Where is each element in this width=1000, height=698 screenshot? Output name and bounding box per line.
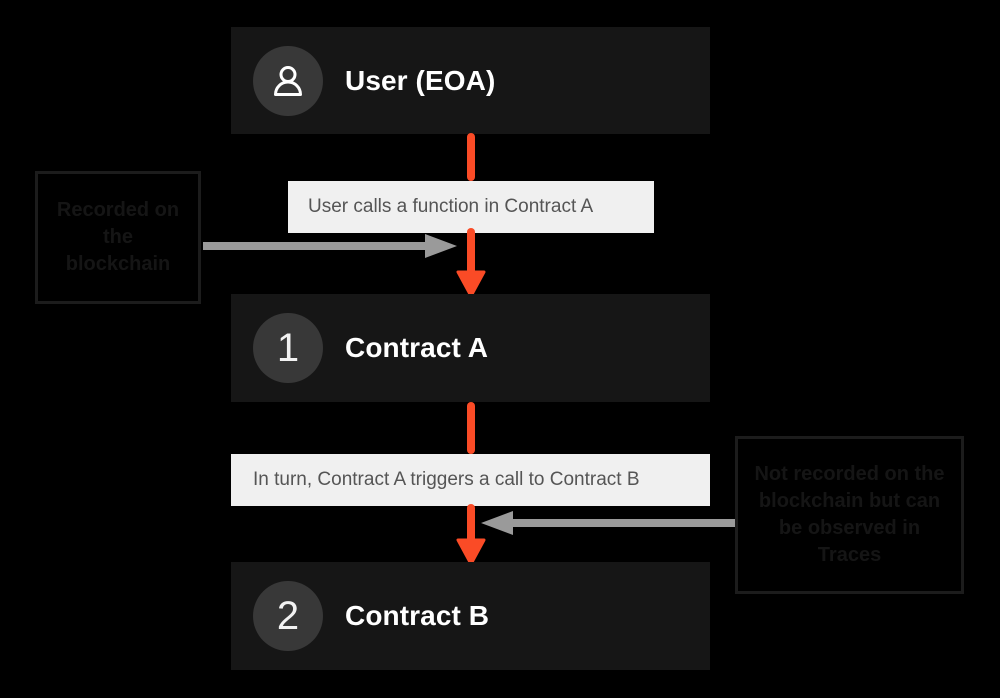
step-label-2: In turn, Contract A triggers a call to C… — [231, 454, 710, 506]
annotation-right-text: Not recorded on the blockchain but can b… — [754, 463, 945, 566]
step-number-1: 1 — [276, 326, 300, 370]
step-label-2-text: In turn, Contract A triggers a call to C… — [253, 469, 640, 490]
flow-arrow-contract-a-to-step2 — [455, 402, 487, 454]
node-contract-b[interactable]: 2 Contract B — [231, 562, 710, 670]
annotation-not-recorded-traces: Not recorded on the blockchain but can b… — [735, 436, 964, 594]
node-contract-a-label: Contract A — [345, 332, 489, 363]
step-number-2: 2 — [276, 594, 300, 638]
pointer-arrow-right — [203, 231, 459, 261]
node-user[interactable]: User (EOA) — [231, 27, 710, 134]
flow-arrow-step2-to-contract-b — [455, 504, 487, 566]
node-contract-b-label: Contract B — [345, 600, 490, 631]
person-icon — [274, 65, 302, 96]
annotation-left-text: Recorded on the blockchain — [56, 199, 180, 275]
step-number-badge-1: 1 — [253, 313, 323, 383]
step-number-badge-2: 2 — [253, 581, 323, 651]
flow-arrow-step1-to-contract-a — [455, 228, 487, 298]
node-user-label: User (EOA) — [345, 64, 496, 96]
pointer-arrow-left — [477, 508, 735, 538]
step-label-1: User calls a function in Contract A — [288, 181, 654, 233]
flow-arrow-user-to-step1 — [455, 133, 487, 181]
step-label-1-text: User calls a function in Contract A — [308, 196, 594, 217]
person-icon-badge — [253, 45, 323, 116]
node-contract-a[interactable]: 1 Contract A — [231, 294, 710, 402]
annotation-recorded-on-blockchain: Recorded on the blockchain — [35, 171, 201, 304]
